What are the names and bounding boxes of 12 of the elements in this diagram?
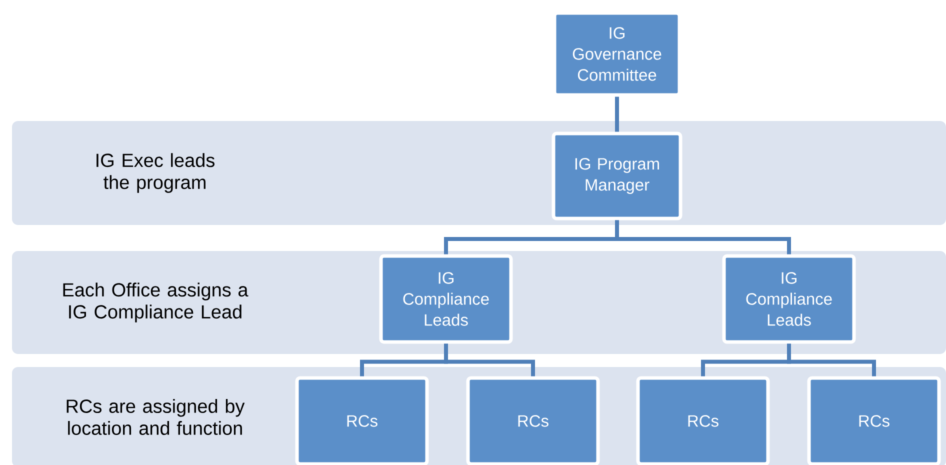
org-box: RCs xyxy=(295,376,429,465)
connector xyxy=(444,344,535,376)
org-box: IG Compliance Leads xyxy=(722,254,856,344)
org-box: IG Governance Committee xyxy=(552,11,682,97)
org-box: RCs xyxy=(466,376,600,465)
org-box: RCs xyxy=(636,376,770,465)
connector xyxy=(787,344,876,376)
org-box: RCs xyxy=(807,376,941,465)
connector xyxy=(615,220,791,254)
connector xyxy=(615,96,619,132)
org-box: IG Program Manager xyxy=(552,132,682,220)
org-box: IG Compliance Leads xyxy=(379,254,513,344)
